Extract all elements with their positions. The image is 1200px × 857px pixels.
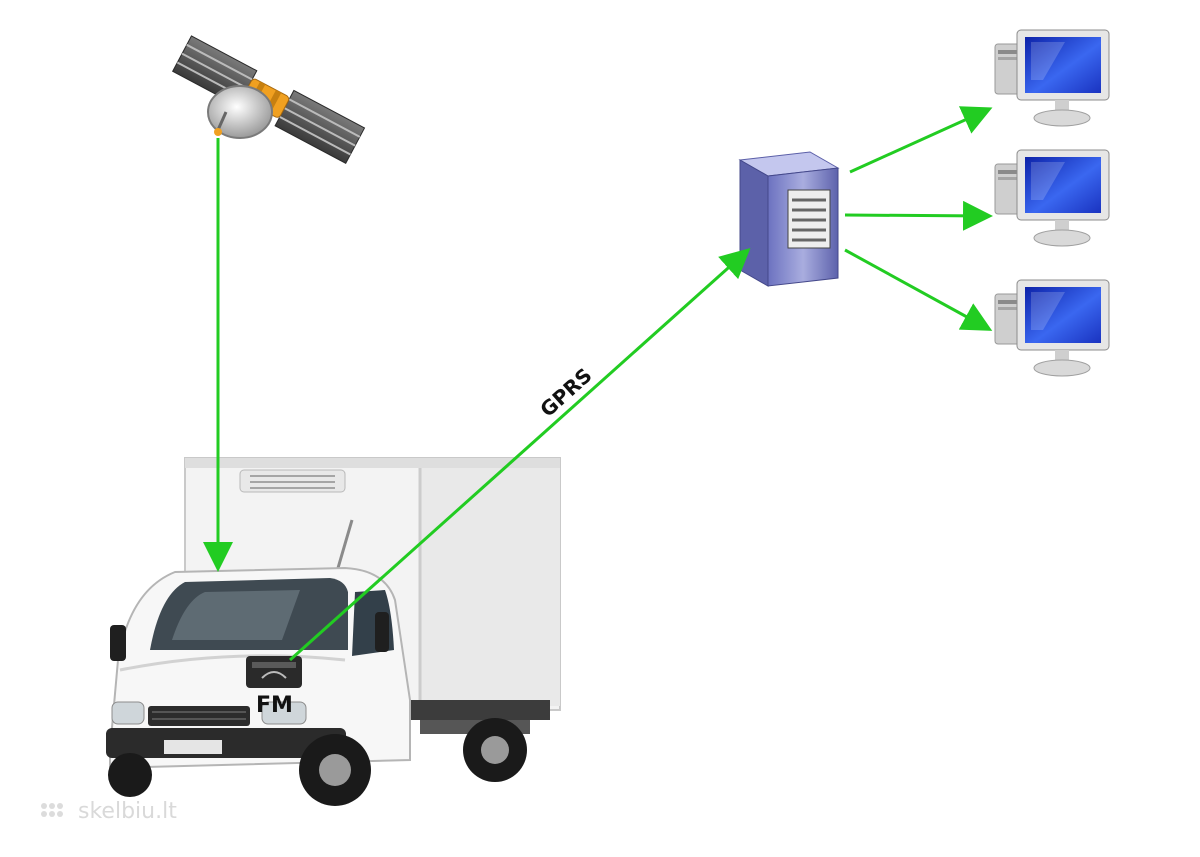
truck-to-server-arrow — [288, 247, 751, 662]
server-to-computer-arrow — [844, 200, 993, 231]
computer-icon — [994, 149, 1110, 247]
satellite-icon — [171, 35, 366, 164]
computer-icon — [994, 29, 1110, 127]
server-to-computer-arrow — [849, 106, 993, 174]
server-icon — [738, 151, 840, 287]
watermark: skelbiu.lt — [78, 799, 177, 824]
server-to-computer-arrow — [844, 248, 993, 331]
device-label: FM — [256, 693, 293, 718]
watermark-logo-icon — [41, 803, 63, 817]
computer-icon — [994, 279, 1110, 377]
truck-icon — [106, 457, 561, 806]
